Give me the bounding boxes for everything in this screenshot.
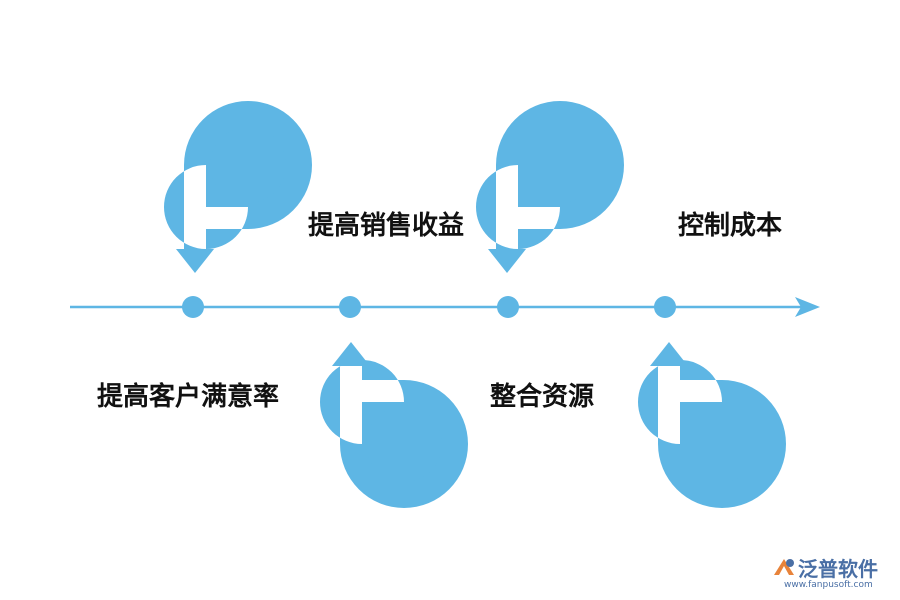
timeline-node-1 <box>182 296 204 318</box>
loop-arrow-up-2 <box>638 342 786 508</box>
timeline-node-3 <box>497 296 519 318</box>
timeline-node-4 <box>654 296 676 318</box>
loop-arrow-down-1 <box>164 101 312 273</box>
brand-logo: 泛普软件 www.fanpusoft.com <box>770 553 895 597</box>
loop-arrow-up-1 <box>320 342 468 508</box>
timeline-arrowhead <box>795 297 820 317</box>
step-label-customer-satisfaction: 提高客户满意率 <box>97 382 280 412</box>
timeline-node-2 <box>339 296 361 318</box>
brand-name: 泛普软件 <box>798 557 878 581</box>
step-label-cost-control: 控制成本 <box>678 211 783 241</box>
brand-logo-icon <box>774 559 794 575</box>
loop-arrow-down-2 <box>476 101 624 273</box>
step-label-sales-revenue: 提高销售收益 <box>308 211 465 241</box>
brand-url: www.fanpusoft.com <box>784 580 873 590</box>
step-label-resource-integration: 整合资源 <box>490 382 595 412</box>
